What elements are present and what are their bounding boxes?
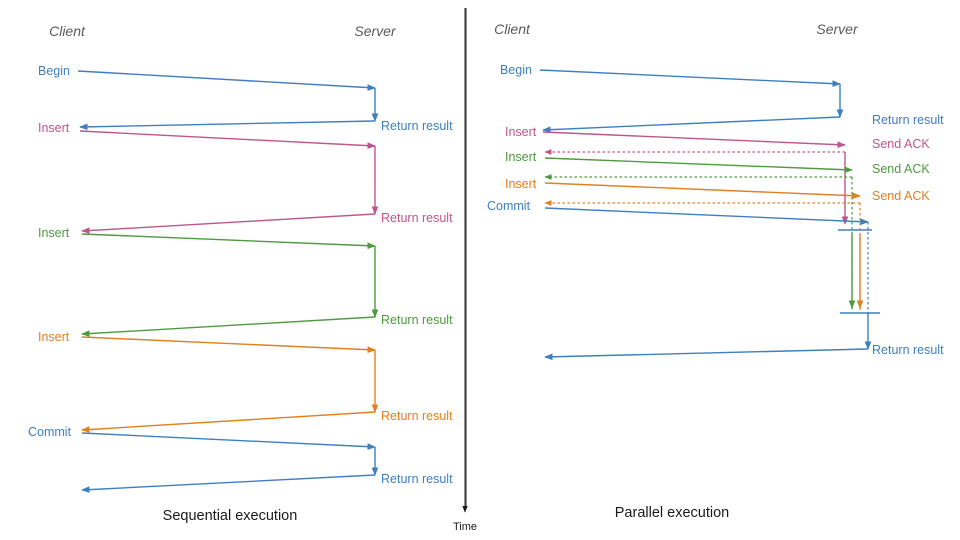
client-label-sequential-3: Insert: [38, 330, 70, 344]
client-label-sequential-0: Begin: [38, 64, 70, 78]
header-server-sequential: Server: [354, 23, 397, 39]
client-label-parallel-3: Insert: [505, 177, 537, 191]
final-response-parallel: [544, 348, 869, 361]
client-label-sequential-2: Insert: [38, 226, 70, 240]
header-server-parallel: Server: [816, 21, 859, 37]
response-sequential-insert-3: [81, 411, 376, 433]
request-sequential-insert-2: [81, 233, 376, 250]
request-sequential-commit: [81, 432, 376, 450]
client-label-parallel-2: Insert: [505, 150, 537, 164]
response-parallel-begin: [542, 116, 841, 134]
request-parallel-insert-3: [544, 182, 861, 200]
server-label-parallel-2: Send ACK: [872, 162, 930, 176]
server-label-sequential-2: Return result: [381, 313, 453, 327]
client-label-parallel-0: Begin: [500, 63, 532, 77]
server-label-parallel-0: Return result: [872, 113, 944, 127]
server-label-parallel-3: Send ACK: [872, 189, 930, 203]
caption-parallel: Parallel execution: [615, 505, 729, 521]
header-client-parallel: Client: [494, 21, 531, 37]
request-parallel-insert-1: [542, 131, 846, 149]
response-sequential-insert-1: [81, 213, 376, 234]
response-sequential-commit: [81, 474, 376, 493]
client-label-sequential-1: Insert: [38, 121, 70, 135]
request-sequential-insert-1: [79, 130, 376, 149]
client-label-parallel-4: Commit: [487, 199, 531, 213]
caption-sequential: Sequential execution: [163, 508, 298, 524]
request-sequential-begin: [77, 70, 376, 91]
time-axis-label: Time: [453, 521, 477, 533]
request-parallel-commit: [544, 207, 869, 226]
server-label-sequential-4: Return result: [381, 472, 453, 486]
request-sequential-insert-3: [81, 336, 376, 354]
response-sequential-insert-2: [81, 316, 376, 337]
client-label-sequential-4: Commit: [28, 425, 72, 439]
server-label-sequential-3: Return result: [381, 409, 453, 423]
server-label-sequential-1: Return result: [381, 211, 453, 225]
request-parallel-begin: [539, 69, 841, 88]
header-client-sequential: Client: [49, 23, 86, 39]
request-parallel-insert-2: [544, 157, 853, 174]
response-sequential-begin: [79, 120, 376, 131]
server-label-sequential-0: Return result: [381, 119, 453, 133]
server-label-parallel-1: Send ACK: [872, 137, 930, 151]
client-label-parallel-1: Insert: [505, 125, 537, 139]
server-label-parallel-4: Return result: [872, 343, 944, 357]
